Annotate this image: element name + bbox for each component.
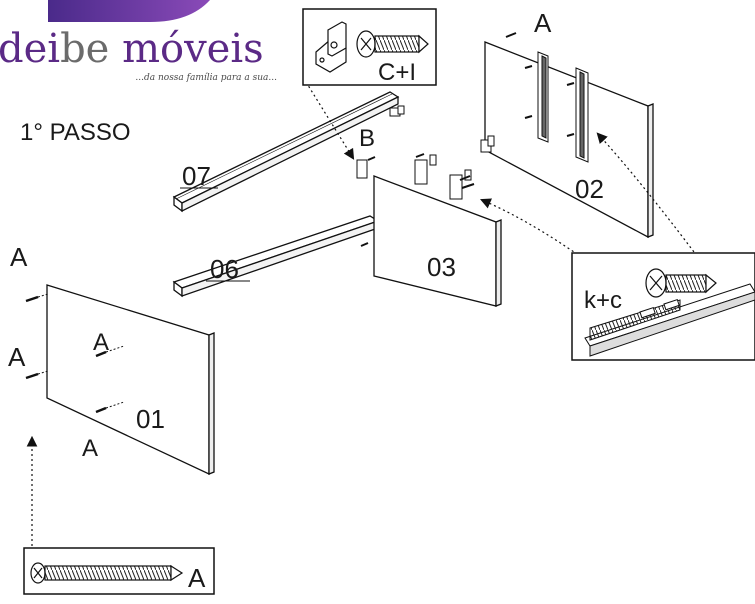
part-01-panel bbox=[46, 284, 215, 476]
brand-logo: deibe móveis ...da nossa família para a … bbox=[0, 0, 277, 83]
label-kc: k+c bbox=[584, 287, 622, 314]
hardware-box-ci: C+I bbox=[302, 8, 437, 86]
label-a-left-bottom: A bbox=[8, 342, 26, 372]
part-03-label: 03 bbox=[427, 252, 456, 282]
step-title: 1° PASSO bbox=[20, 119, 131, 146]
label-a-box: A bbox=[188, 563, 206, 593]
screw-icon bbox=[360, 153, 475, 247]
label-ci: C+I bbox=[378, 59, 416, 86]
part-06-label: 06 bbox=[210, 254, 239, 284]
arrow-icon bbox=[26, 81, 701, 546]
part-07-rail bbox=[172, 91, 400, 213]
part-06-rail bbox=[172, 215, 380, 298]
screw-icon bbox=[505, 32, 575, 137]
part-03-panel bbox=[373, 175, 502, 307]
part-02-panel bbox=[484, 41, 654, 239]
screw-icon bbox=[645, 268, 717, 298]
hardware-box-a: A bbox=[23, 547, 215, 595]
hardware-box-kc: k+c bbox=[571, 252, 755, 361]
brand-name: deibe móveis bbox=[0, 26, 264, 72]
dotted-guides bbox=[37, 293, 125, 409]
screw-icon bbox=[356, 30, 429, 58]
part-07-label: 07 bbox=[182, 161, 211, 191]
bracket-icon bbox=[315, 21, 347, 73]
cam-fitting-icon bbox=[389, 105, 405, 117]
part-02-label: 02 bbox=[575, 174, 604, 204]
drawer-slide-icon bbox=[537, 51, 589, 163]
cam-fitting-icon bbox=[480, 135, 495, 153]
label-a-left-top: A bbox=[10, 242, 28, 272]
drawer-slide-icon bbox=[584, 283, 755, 357]
bracket-icon bbox=[356, 154, 472, 200]
label-a-top: A bbox=[534, 8, 552, 38]
logo-swoosh bbox=[48, 0, 210, 22]
label-a-bottom: A bbox=[82, 435, 98, 462]
part-01-label: 01 bbox=[136, 404, 165, 434]
brand-slogan: ...da nossa família para a sua... bbox=[135, 72, 277, 83]
label-b: B bbox=[359, 125, 375, 152]
label-a-mid: A bbox=[93, 329, 109, 356]
screw-icon bbox=[25, 295, 107, 414]
screw-icon bbox=[30, 562, 184, 584]
